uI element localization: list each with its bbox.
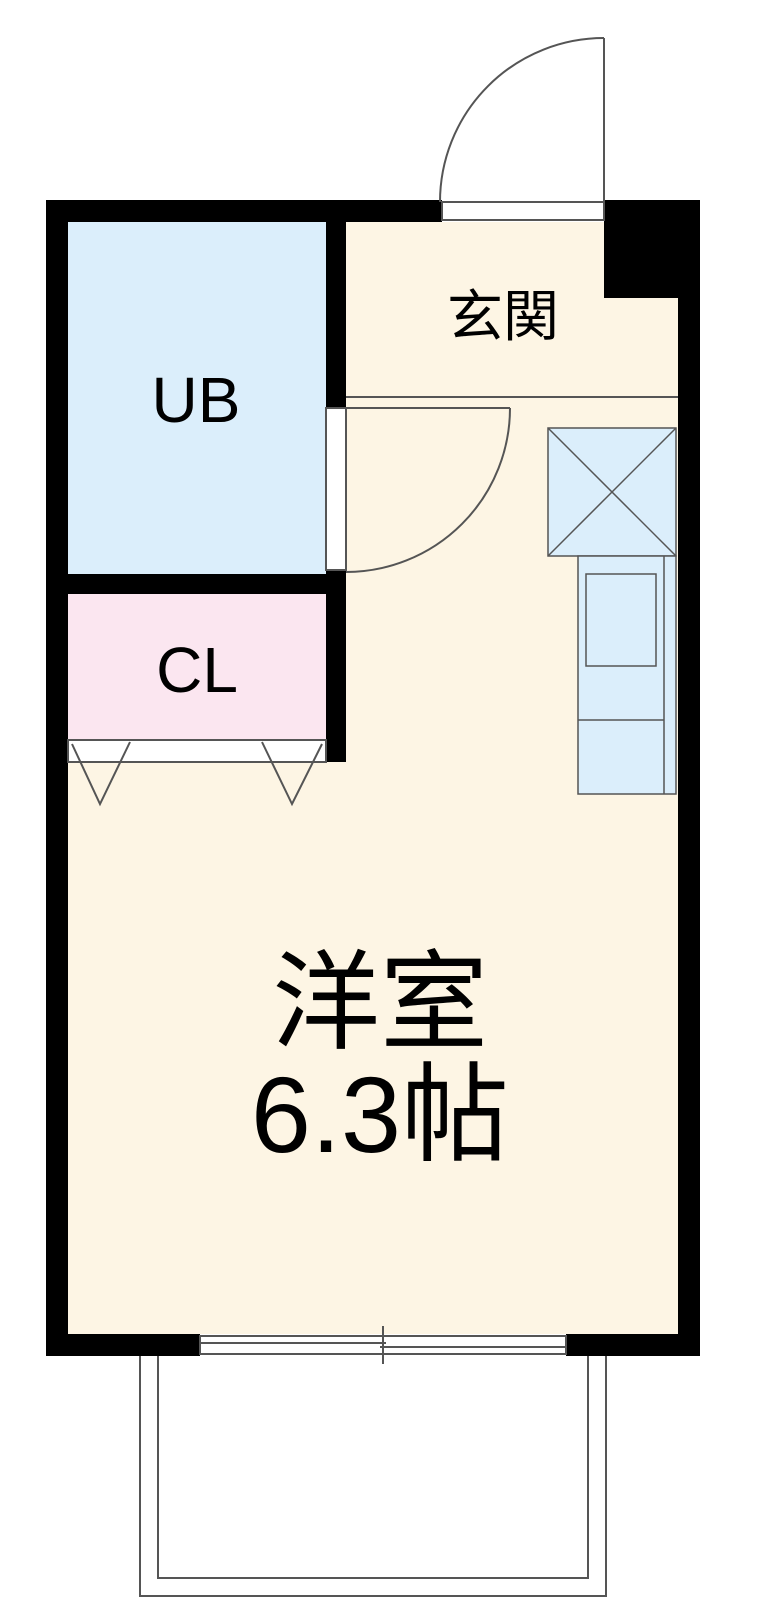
closet-label: CL — [156, 634, 238, 706]
closet-folding-doors — [67, 739, 327, 807]
balcony-window — [199, 1326, 567, 1364]
unit-bath-label: UB — [152, 364, 241, 436]
unit-bath-area — [68, 222, 326, 574]
western-room-label: 洋室 — [272, 942, 488, 1063]
kitchen-counter — [577, 555, 677, 795]
bathroom-door — [325, 407, 511, 573]
exterior-walls — [46, 200, 700, 1356]
front-door — [439, 37, 605, 221]
closet-area — [68, 594, 326, 740]
refrigerator-space — [547, 427, 677, 557]
entrance-label: 玄関 — [447, 285, 559, 348]
western-room-size: 6.3帖 — [251, 1054, 509, 1175]
balcony — [139, 1356, 607, 1597]
interior-walls — [68, 222, 346, 762]
